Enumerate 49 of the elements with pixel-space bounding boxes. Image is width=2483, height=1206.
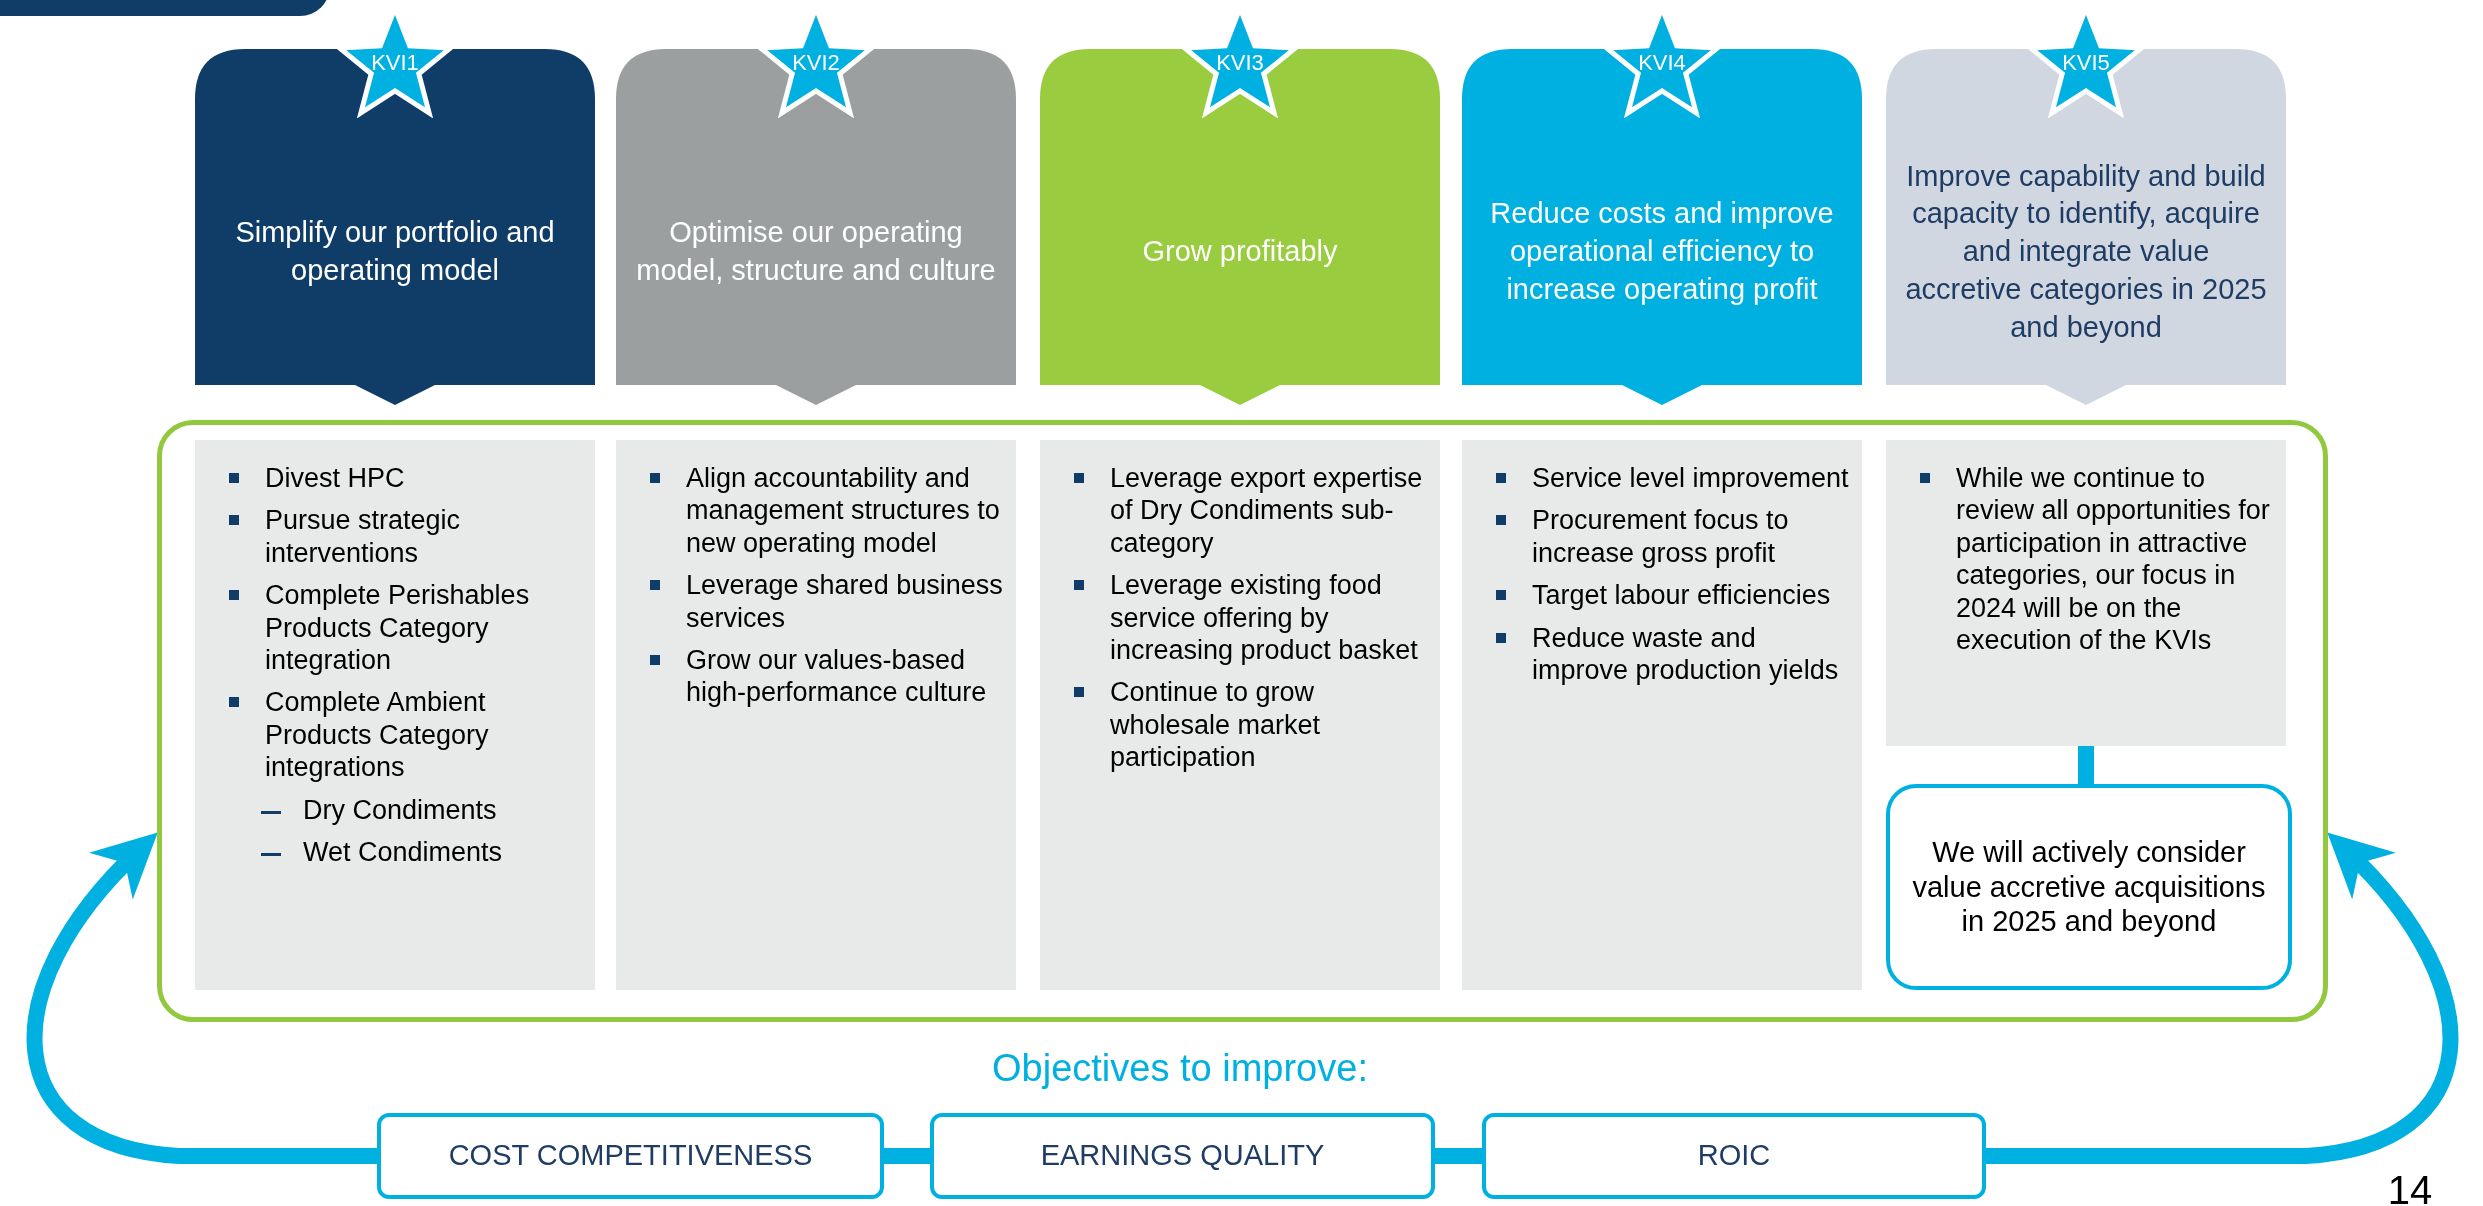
page-number: 14 [2386,1167,2434,1206]
connector-line [1435,1148,1482,1164]
detail-panel [616,440,1016,990]
objective-box: ROIC [1482,1113,1986,1199]
header-text: Improve capability and build capacity to identify, acquire and integrate value accretive categories in 2025 and beyond [1904,158,2268,345]
curved-arrow [1986,831,2458,1164]
bullet-text: Service level improvement [1532,462,1850,495]
header-text: Reduce costs and improve operational efficiency to increase operating profit [1489,196,1835,307]
bullet-text: Complete Ambient Products Category integrations [265,686,490,784]
bullet-text: Divest HPC [265,462,406,495]
star-label: KVI4 [1637,49,1687,77]
objective-header [1040,49,1440,405]
section-heading: Objectives to improve: [991,1046,1369,1091]
group-frame [157,420,2328,1022]
bullet-text: Dry Condiments [303,793,498,826]
star-label: KVI3 [1215,49,1265,77]
header-text: Simplify our portfolio and operating model [234,215,556,288]
objective-header [195,49,595,405]
bullet-text: While we continue to review all opportunities for participation in attractive categories, our focus in 2024 will be on the execution of the KVIs [1956,462,2271,657]
objective-box: EARNINGS QUALITY [930,1113,1435,1199]
detail-panel [195,440,595,990]
objective-header [1886,49,2286,405]
bullet-text: Leverage existing food service offering by increasing product basket [1110,569,1419,667]
bullet-text: Leverage shared business services [686,569,1004,634]
connector-line [884,1148,930,1164]
star-label: KVI2 [791,49,841,77]
bullet-text: Procurement focus to increase gross profit [1532,504,1790,570]
header-text: Grow profitably [1142,234,1338,270]
detail-panel [1462,440,1862,990]
connector-line [2078,746,2094,784]
objective-box: COST COMPETITIVENESS [377,1113,884,1199]
bullet-text: Grow our values-based high-performance culture [686,643,988,709]
bullet-text: Target labour efficiencies [1532,579,1832,612]
bullet-text: Align accountability and management structures to new operating model [686,462,1001,560]
bullet-text: Continue to grow wholesale market participation [1110,676,1322,774]
bullet-text: Leverage export expertise of Dry Condiments sub-category [1110,462,1424,560]
detail-panel [1886,440,2286,746]
bullet-text: Wet Condiments [303,835,504,869]
header-text: Optimise our operating model, structure and culture [635,215,997,288]
curved-arrow [27,831,377,1164]
bullet-text: Pursue strategic interventions [265,504,462,570]
star-label: KVI1 [370,49,420,77]
objective-header [1462,49,1862,405]
callout-box: We will actively consider value accretive acquisitions in 2025 and beyond [1886,784,2292,990]
bullet-text: Complete Perishables Products Category integration [265,579,531,677]
detail-panel [1040,440,1440,990]
star-label: KVI5 [2061,49,2111,77]
objective-header [616,49,1016,405]
bullet-text: Reduce waste and improve production yields [1532,621,1840,687]
